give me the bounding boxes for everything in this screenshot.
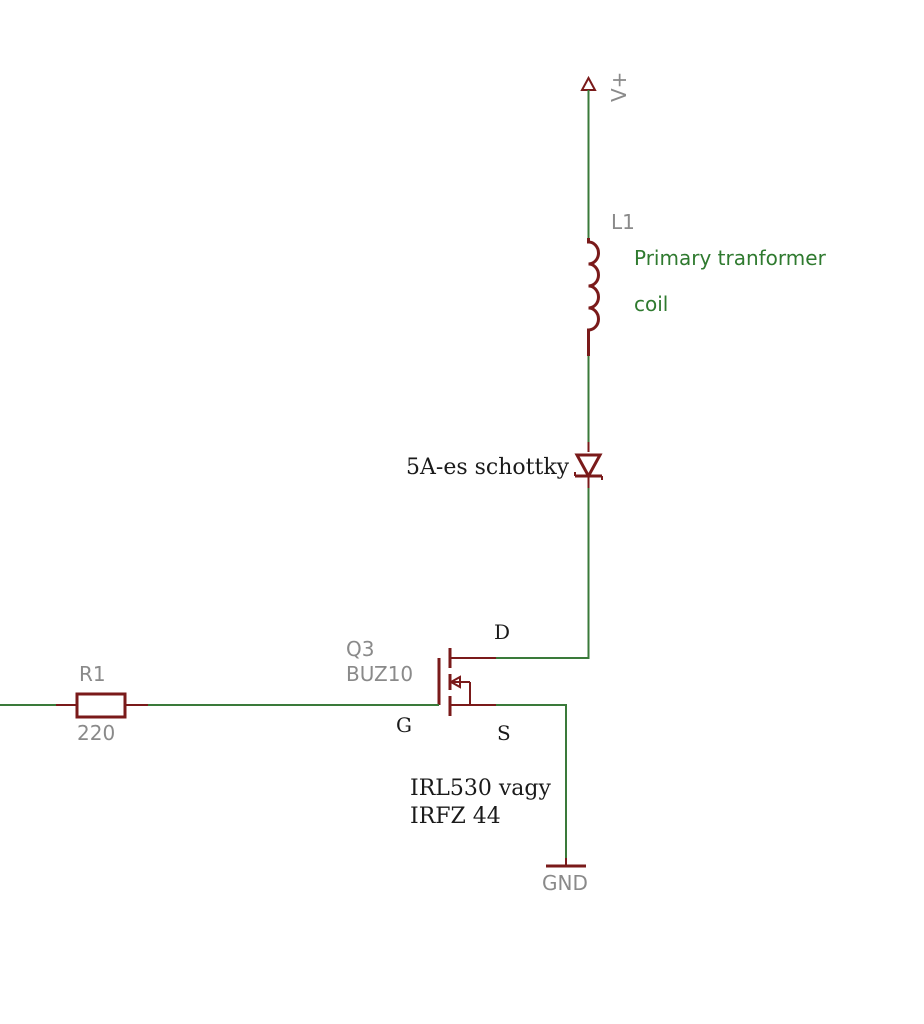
mosfet-pin-s: S [497,721,511,745]
resistor-r1: R1 220 [56,662,148,745]
schottky-diode: 5A-es schottky [406,442,603,488]
ground-label: GND [542,871,588,895]
inductor-note-line1: Primary tranformer [634,246,827,270]
mosfet-note-line1: IRL530 vagy [410,776,551,801]
resistor-value: 220 [77,721,115,745]
supply-symbol: V+ [580,72,631,102]
wire-diode-drain [496,488,590,659]
mosfet-pin-d: D [494,620,510,644]
wire-source-ground [496,704,567,864]
inductor-ref: L1 [611,210,635,234]
resistor-body [75,692,127,719]
supply-arrow [580,75,597,91]
inductor-l1: L1 Primary tranformer coil [587,210,827,356]
diode-triangle [574,453,603,480]
mosfet-ref: Q3 [346,637,374,661]
ground-symbol: GND [542,858,588,895]
mosfet-value: BUZ10 [346,662,413,686]
mosfet-pin-g: G [396,713,412,737]
mosfet-q3: Q3 BUZ10 D G S IRL530 vagy IRFZ 44 [346,620,551,829]
resistor-ref: R1 [79,662,106,686]
mosfet-note-line2: IRFZ 44 [410,804,501,829]
diode-note: 5A-es schottky [406,455,570,480]
inductor-note-line2: coil [634,292,668,316]
supply-label: V+ [607,72,631,102]
mosfet-body-arrow [448,675,461,689]
inductor-coil [587,238,600,336]
